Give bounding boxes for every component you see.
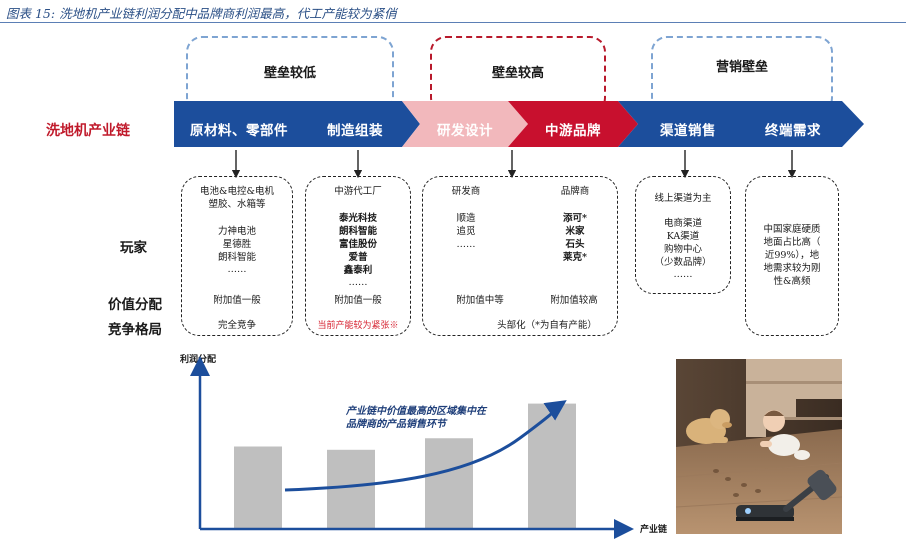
profit-chart bbox=[190, 356, 634, 539]
barrier-low-label: 壁垒较低 bbox=[263, 66, 316, 81]
stage-manufacturing: 制造组装 bbox=[327, 123, 383, 139]
demand-line-2: 地面占比高（ bbox=[763, 237, 821, 248]
raw-competition: 完全竞争 bbox=[217, 320, 256, 331]
connectors bbox=[231, 150, 797, 179]
rnd-heading: 研发商 bbox=[451, 186, 481, 197]
row-label-players: 玩家 bbox=[120, 240, 147, 256]
row-label-value: 价值分配 bbox=[108, 297, 162, 313]
photo-illustration bbox=[676, 359, 842, 534]
detail-box-raw bbox=[181, 176, 293, 336]
detail-box-channel bbox=[635, 176, 731, 294]
caption-divider bbox=[0, 22, 906, 23]
demand-line-1: 中国家庭硬质 bbox=[763, 224, 821, 235]
detail-box-demand bbox=[745, 176, 839, 336]
brand-example-2: 米家 bbox=[565, 226, 585, 237]
mfg-example-1: 泰光科技 bbox=[338, 213, 377, 224]
profit-bar-2 bbox=[327, 449, 375, 529]
raw-value: 附加值一般 bbox=[213, 295, 261, 306]
raw-example-4: …… bbox=[227, 264, 247, 275]
mfg-example-2: 朗科智能 bbox=[338, 226, 377, 237]
stage-brand: 中游品牌 bbox=[545, 123, 601, 139]
mfg-competition: 当前产能较为紧张※ bbox=[317, 321, 399, 331]
chart-annotation-line-1: 产业链中价值最高的区域集中在 bbox=[346, 406, 486, 417]
profit-bar-1 bbox=[234, 446, 282, 529]
chart-annotation: 产业链中价值最高的区域集中在 品牌商的产品销售环节 bbox=[346, 405, 486, 431]
mfg-example-5: 鑫泰利 bbox=[343, 265, 373, 276]
rnd-example-1: 顺造 bbox=[456, 213, 476, 224]
rnd-example-3: …… bbox=[456, 239, 476, 250]
brand-example-3: 石头 bbox=[565, 239, 585, 250]
barrier-high-label: 壁垒较高 bbox=[491, 66, 544, 81]
chain-segment-rnd bbox=[402, 101, 528, 147]
raw-example-1: 力神电池 bbox=[217, 226, 256, 237]
chart-xlabel: 产业链 bbox=[640, 525, 668, 535]
stage-raw-materials: 原材料、零部件 bbox=[190, 123, 288, 139]
detail-box-rnd-brand bbox=[422, 176, 618, 336]
profit-bar-4 bbox=[528, 403, 576, 529]
demand-line-4: 地需求较为刚 bbox=[763, 263, 821, 274]
brand-example-1: 添可* bbox=[563, 213, 587, 224]
channel-example-1: 电商渠道 bbox=[663, 218, 702, 229]
raw-example-2: 星德胜 bbox=[222, 239, 252, 250]
photo-floor-washer-child-dog bbox=[676, 359, 842, 534]
mfg-example-6: …… bbox=[348, 277, 368, 288]
chain-segment-downstream bbox=[618, 101, 864, 147]
demand-line-5: 性&高频 bbox=[773, 276, 811, 287]
brand-value: 附加值较高 bbox=[550, 295, 598, 306]
chain-segment-upstream bbox=[174, 101, 420, 147]
mfg-value: 附加值一般 bbox=[334, 295, 382, 306]
chart-annotation-line-2: 品牌商的产品销售环节 bbox=[346, 419, 446, 430]
stage-channel: 渠道销售 bbox=[660, 123, 716, 139]
brand-example-4: 莱克* bbox=[563, 252, 587, 263]
mfg-example-3: 富佳股份 bbox=[338, 239, 377, 250]
value-trend-curve bbox=[284, 400, 567, 492]
rnd-brand-competition: 头部化（*为自有产能） bbox=[497, 320, 597, 331]
channel-example-3: 购物中心 bbox=[663, 244, 702, 255]
rnd-example-2: 追觅 bbox=[456, 226, 476, 237]
brand-heading: 品牌商 bbox=[560, 186, 590, 197]
row-label-competition: 竞争格局 bbox=[108, 322, 162, 338]
mfg-heading: 中游代工厂 bbox=[334, 186, 382, 197]
demand-line-3: 近99%），地 bbox=[764, 250, 820, 261]
channel-heading: 线上渠道为主 bbox=[654, 193, 712, 204]
detail-box-manufacturing bbox=[305, 176, 411, 336]
channel-example-4: （少数品牌） bbox=[654, 257, 712, 268]
mfg-example-4: 爱普 bbox=[348, 252, 368, 263]
channel-example-2: KA渠道 bbox=[666, 231, 700, 242]
chain-arrow-band bbox=[174, 101, 864, 147]
stage-demand: 终端需求 bbox=[765, 123, 821, 139]
figure-caption: 图表 15: 洗地机产业链利润分配中品牌商利润最高，代工产能较为紧俏 bbox=[6, 6, 397, 21]
chain-label: 洗地机产业链 bbox=[46, 123, 130, 139]
barrier-marketing-label: 营销壁垒 bbox=[715, 60, 768, 75]
profit-bar-3 bbox=[425, 438, 473, 529]
raw-players-line-1: 电池&电控&电机 bbox=[200, 186, 274, 197]
channel-example-5: …… bbox=[673, 269, 693, 280]
rnd-value: 附加值中等 bbox=[456, 295, 504, 306]
raw-players-line-2: 塑胶、水箱等 bbox=[208, 199, 266, 210]
raw-example-3: 朗科智能 bbox=[217, 252, 256, 263]
stage-rnd: 研发设计 bbox=[437, 123, 493, 139]
chain-segment-brand bbox=[508, 101, 638, 147]
